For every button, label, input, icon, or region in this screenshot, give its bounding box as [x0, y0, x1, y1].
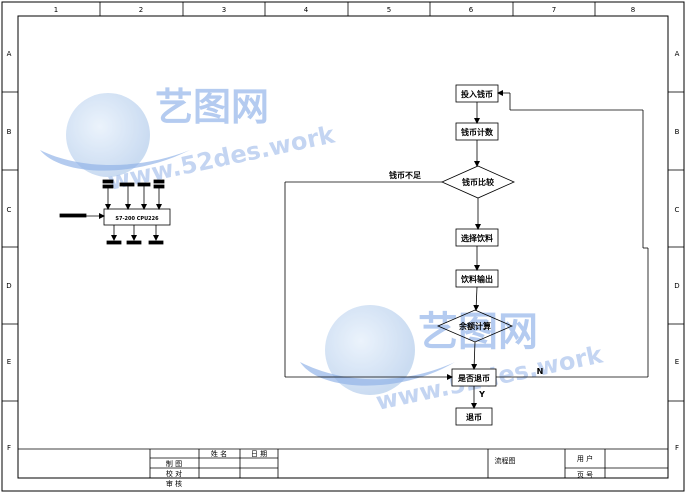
input-terminal	[102, 179, 114, 184]
date-header: 日 期	[251, 450, 267, 458]
title-block-text: 姓 名 日 期 制 图 校 对 审 核 流程图 用 户 页 号	[166, 449, 593, 488]
input-terminal	[59, 213, 87, 218]
watermark-logo: 艺图网 www.52des.work	[300, 305, 606, 416]
col-label: 3	[222, 6, 226, 14]
row-zone-lines	[2, 91, 684, 402]
input-terminal	[153, 179, 165, 184]
label-refund: 退币	[466, 412, 482, 422]
label-balance-calc: 余额计算	[458, 321, 491, 331]
row-labels-left: A B C D E F	[6, 50, 11, 452]
output-terminal	[148, 240, 164, 245]
label-count-coin: 钱币计数	[461, 127, 494, 137]
row-label: D	[6, 282, 11, 290]
column-zone-lines	[18, 2, 668, 17]
review-label: 审 核	[166, 479, 182, 488]
row-label: E	[675, 358, 679, 366]
col-label: 6	[469, 6, 474, 14]
watermark-globe-icon	[325, 305, 415, 395]
row-label: C	[675, 206, 680, 214]
label-refund-check: 是否退币	[457, 373, 490, 383]
label-n: N	[537, 367, 544, 376]
label-insufficient: 钱币不足	[389, 170, 422, 180]
row-label: C	[7, 206, 12, 214]
input-terminal	[153, 184, 165, 189]
drawing-name: 流程图	[495, 456, 516, 465]
col-label: 7	[552, 6, 556, 14]
plc-label: S7-200 CPU226	[115, 216, 159, 222]
plc-diagram	[59, 179, 171, 245]
draw-label: 制 图	[166, 459, 182, 468]
watermark-swoosh-icon	[300, 362, 455, 386]
title-block	[18, 448, 668, 478]
col-label: 5	[387, 6, 391, 14]
name-header: 姓 名	[211, 449, 227, 458]
row-label: F	[7, 444, 11, 452]
column-labels: 1 2 3 4 5 6 7 8	[54, 6, 635, 14]
watermark-swoosh-icon	[40, 150, 190, 171]
watermark-globe-icon	[66, 93, 150, 177]
input-terminal	[137, 182, 151, 187]
flowchart-labels: 投入钱币 钱币计数 钱币比较 钱币不足 选择饮料 饮料输出 余额计算 是否退币 …	[389, 89, 543, 422]
col-label: 1	[54, 6, 58, 14]
row-label: D	[674, 282, 679, 290]
row-label: F	[675, 444, 679, 452]
output-terminal	[126, 240, 142, 245]
row-label: B	[7, 128, 12, 136]
flowchart	[284, 84, 649, 426]
col-label: 8	[631, 6, 635, 14]
input-terminal	[119, 182, 135, 187]
col-label: 4	[304, 6, 309, 14]
row-label: E	[7, 358, 11, 366]
label-insert-coin: 投入钱币	[461, 89, 493, 99]
inner-border	[17, 15, 669, 479]
row-label: A	[7, 50, 12, 58]
label-y: Y	[478, 390, 485, 399]
output-terminal	[106, 240, 122, 245]
row-labels-right: A B C D E F	[674, 50, 679, 452]
row-label: A	[675, 50, 680, 58]
watermark-brand: 艺图网	[155, 85, 269, 129]
label-dispense-drink: 饮料输出	[460, 274, 493, 284]
label-select-drink: 选择饮料	[461, 233, 493, 243]
col-label: 2	[139, 6, 143, 14]
input-terminal	[102, 184, 114, 189]
page-no-label: 页 号	[577, 471, 593, 479]
watermark-logo: 艺图网 www.52des.work	[40, 85, 338, 196]
client-label: 用 户	[577, 454, 593, 463]
check-label: 校 对	[166, 469, 182, 478]
watermark-brand: 艺图网	[418, 309, 538, 355]
label-compare-coin: 钱币比较	[462, 177, 494, 187]
row-label: B	[675, 128, 680, 136]
